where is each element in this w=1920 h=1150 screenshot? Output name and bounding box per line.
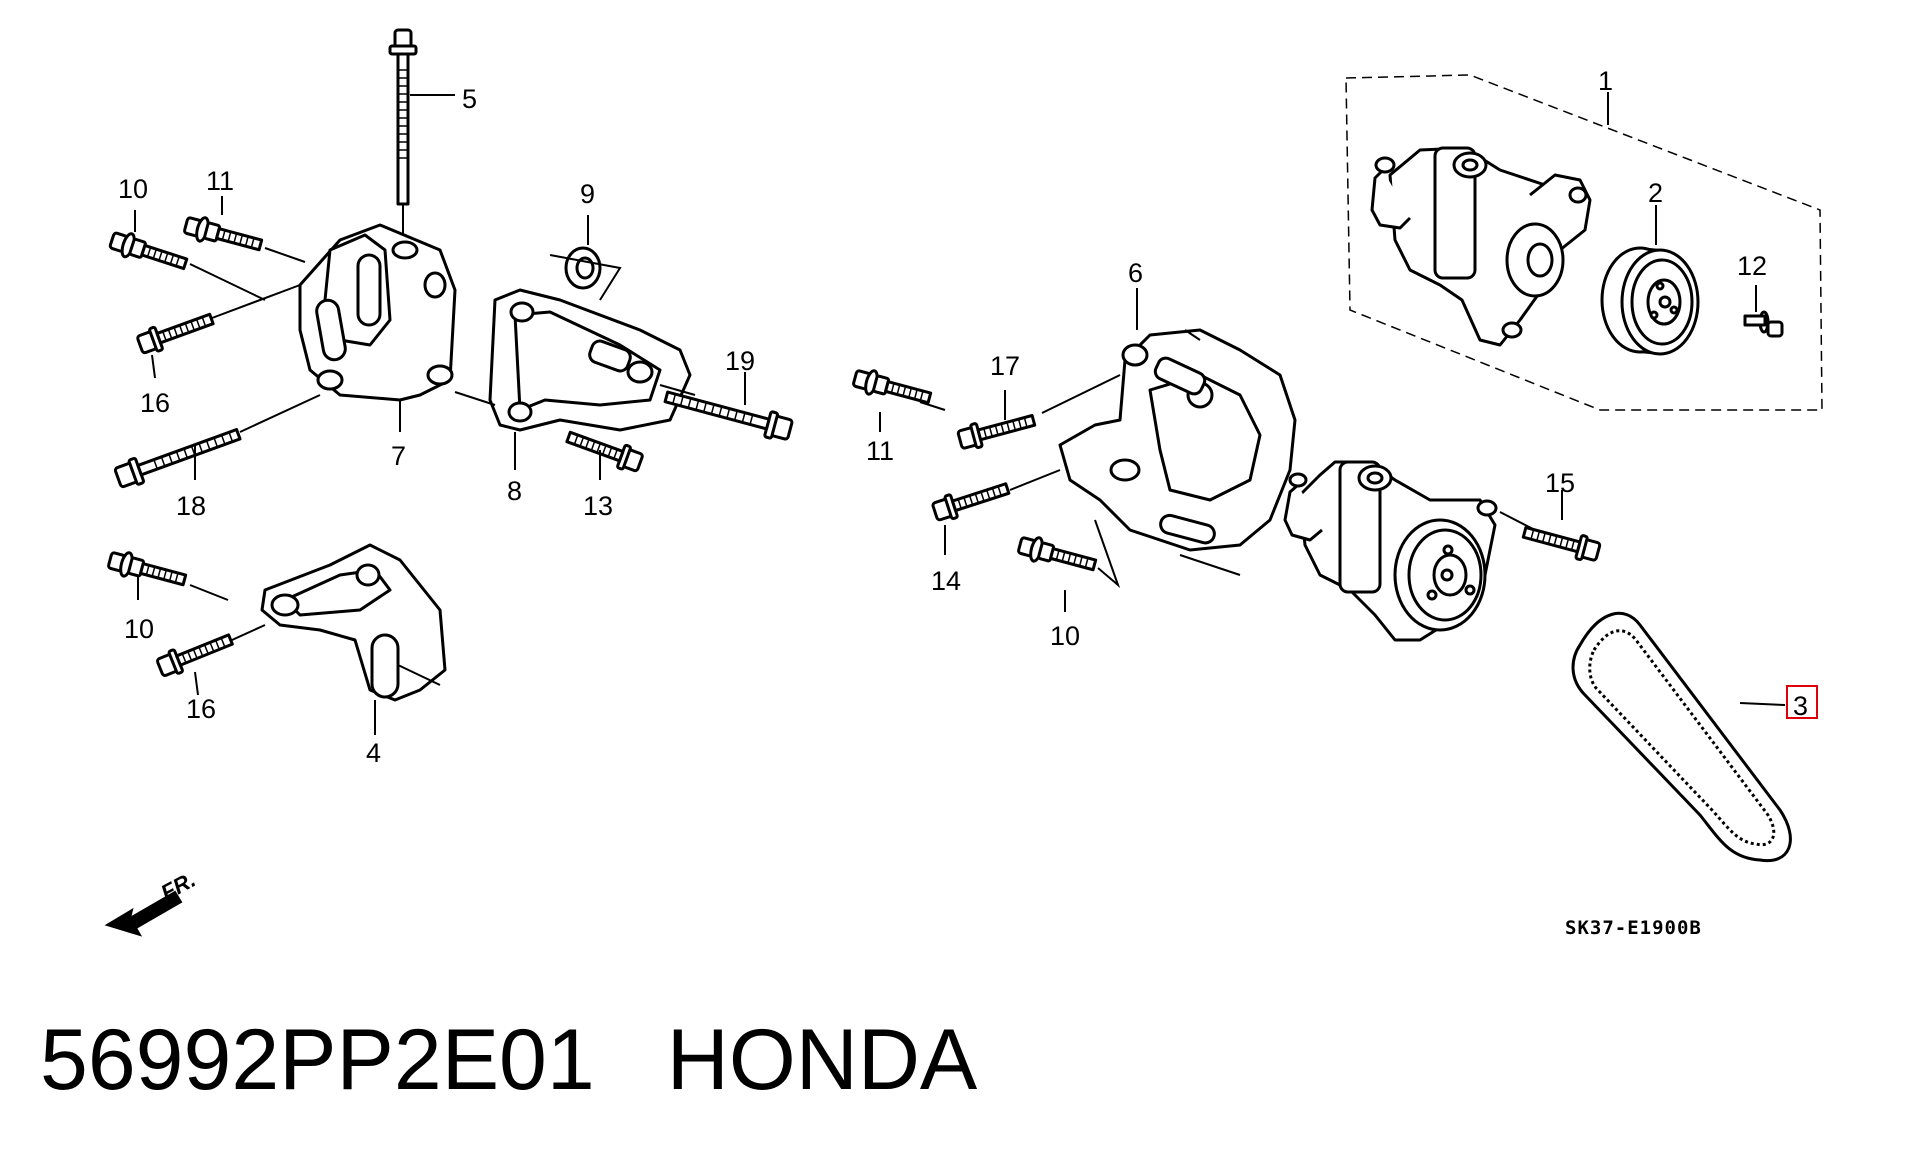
bolt-14 [929, 469, 1061, 555]
bolt-12 [1743, 285, 1784, 338]
diagram-reference-code: SK37-E1900B [1565, 917, 1702, 939]
bracket-4 [260, 543, 447, 735]
callout-17: 17 [990, 351, 1020, 381]
bolt-15 [1519, 490, 1603, 566]
callout-3: 3 [1793, 691, 1808, 721]
part-number: 56992PP2E01 [40, 1012, 595, 1108]
callout-12: 12 [1737, 251, 1767, 281]
power-steering-pump [1283, 460, 1536, 642]
callout-11-center: 11 [866, 436, 894, 466]
washer-9 [549, 215, 622, 301]
kit-box-1 [1345, 74, 1823, 411]
bolt-10-lower [105, 546, 229, 601]
callout-10-lower: 10 [124, 614, 154, 644]
bolt-10-top [106, 210, 266, 301]
callout-15: 15 [1545, 468, 1575, 498]
bolt-18 [112, 394, 321, 492]
bolt-16-top [134, 284, 301, 379]
bracket-6 [1058, 288, 1297, 576]
callout-18: 18 [176, 491, 206, 521]
pulley-2 [1600, 205, 1700, 356]
bracket-7 [298, 223, 457, 432]
callout-2: 2 [1648, 178, 1663, 208]
callout-8: 8 [507, 476, 522, 506]
callout-4: 4 [366, 738, 381, 768]
bolt-11-center [850, 364, 946, 432]
callout-10-center: 10 [1050, 621, 1080, 651]
callout-14: 14 [931, 566, 961, 596]
brand-name: HONDA [666, 1012, 978, 1108]
bolt-11-left [181, 196, 306, 263]
bracket-8 [454, 288, 692, 470]
bolt-10-center [1015, 519, 1121, 612]
callout-11-left: 11 [206, 166, 234, 196]
front-arrow-icon: FR. [104, 867, 200, 937]
bolt-16-lower [154, 624, 266, 696]
callout-5: 5 [462, 84, 477, 114]
bolt-13 [562, 424, 646, 480]
drive-belt-3 [1571, 611, 1792, 863]
callout-7: 7 [391, 441, 406, 471]
callout-16-lower: 16 [186, 694, 216, 724]
callout-13: 13 [583, 491, 613, 521]
callout-16-top: 16 [140, 388, 170, 418]
bolt-17 [955, 374, 1121, 454]
callout-19: 19 [725, 346, 755, 376]
bolt-5 [388, 28, 455, 240]
belt-3-highlight-box [1786, 685, 1818, 719]
callout-10-top: 10 [118, 174, 148, 204]
part-caption: 56992PP2E01 HONDA [40, 1010, 977, 1110]
pump-in-kit [1370, 146, 1592, 347]
callout-1: 1 [1598, 66, 1613, 96]
bolt-19 [659, 372, 795, 445]
callout-9: 9 [580, 179, 595, 209]
callout-6: 6 [1128, 258, 1143, 288]
